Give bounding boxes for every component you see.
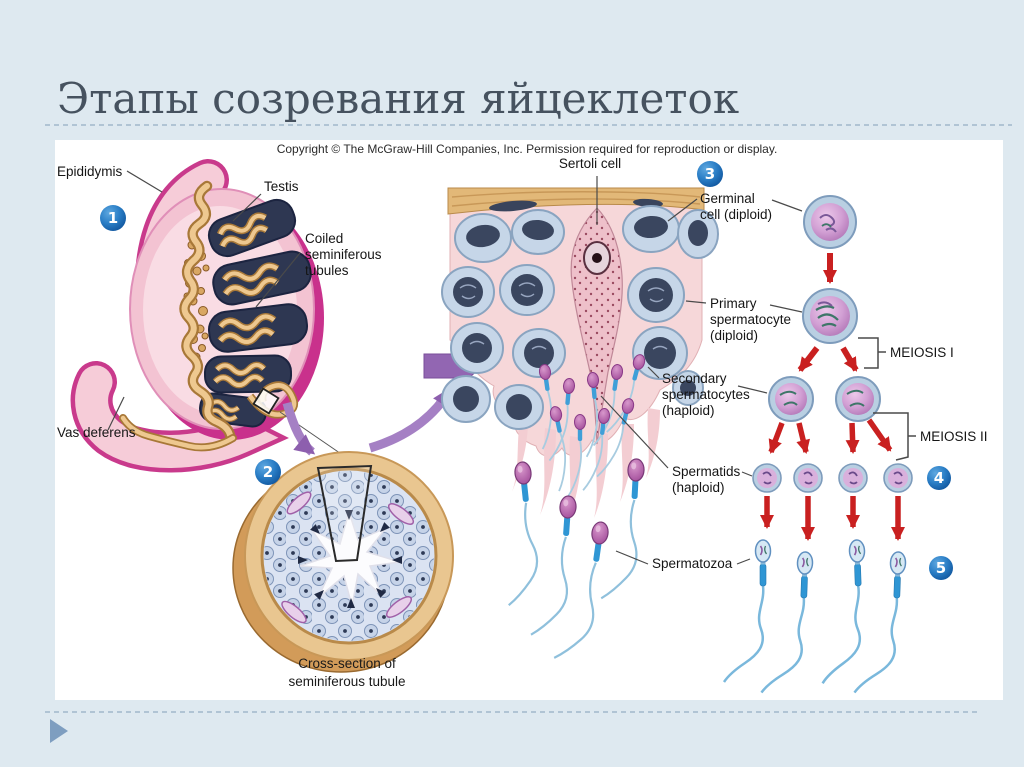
spermatids-leader-right [741,471,753,477]
spermatogenesis-flowchart: MEIOSIS I MEIOSIS II [722,195,988,696]
coiled-tubules-label-1: Coiled [305,231,343,246]
spermatids-row [752,463,913,493]
membrane-nucleus-2 [633,198,663,208]
svg-text:5: 5 [936,559,946,577]
meiosis-i-label: MEIOSIS I [890,345,954,360]
svg-text:3: 3 [705,165,715,183]
page-title: Этапы созревания яйцеклеток [57,74,739,123]
svg-text:1: 1 [108,209,118,227]
primary-label-1: Primary [710,296,757,311]
spermatozoa-label: Spermatozoa [652,556,733,571]
germinal-label-1: Germinal [700,191,755,206]
sertoli-cell-body [570,207,623,445]
red-arrow-2b [840,346,859,372]
red-arrow-3c [845,422,860,454]
svg-text:4: 4 [934,469,944,487]
germinal-label-2: cell (diploid) [700,207,772,222]
purple-arrow-to-cross-section [282,401,316,456]
red-arrow-3d [866,418,893,452]
primary-leader-right [769,304,803,313]
germinal-cell [803,195,857,249]
testis-illustration [70,159,351,473]
vas-tubule [120,415,236,450]
primary-spermatocyte [802,288,858,344]
step-1-badge: 1 [100,205,126,231]
sertoli-cell-label: Sertoli cell [559,156,621,171]
copyright-line: Copyright © The McGraw-Hill Companies, I… [277,142,778,156]
tissue-cells [441,205,719,430]
step-5-badge: 5 [929,556,953,580]
secondary-leader-right [737,385,768,394]
secondary-leader-left [647,366,660,379]
cross-section-illustration [232,451,454,673]
meiosis-ii-bracket [873,412,909,461]
vas-deferens-label: Vas deferens [57,425,136,440]
meiosis-i-bracket [858,337,879,369]
red-arrow-3b [796,422,810,454]
epididymis-leader [126,170,163,193]
seminiferous-lobules [199,198,312,428]
step-4-badge: 4 [927,466,951,490]
coiled-tubules-leader [255,252,301,308]
sertoli-nucleolus [592,253,602,263]
lumen-sperm-tufts [298,510,402,608]
spermatids-label-2: (haploid) [672,480,725,495]
secondary-label-2: spermatocytes [662,387,750,402]
primary-leader-left [685,300,707,304]
germinal-leader-left [667,198,698,222]
spermatozoa-leader-right [736,558,751,565]
spindle-cells [281,491,415,624]
secondary-label-3: (haploid) [662,403,715,418]
magnifier-frame-icon [252,387,280,415]
svg-text:2: 2 [263,463,273,481]
membrane-nucleus-1 [489,200,537,212]
footer-arrow-icon [50,719,68,743]
cross-section-caption-2: seminiferous tubule [288,674,405,689]
spermatids-leader-left [600,395,669,469]
spermatozoa-leader-left [615,550,649,565]
step-2-badge: 2 [255,459,281,485]
meiosis-ii-label: MEIOSIS II [920,429,988,444]
vas-deferens-leader [107,396,125,431]
testis-leader [232,193,262,222]
epididymis-label: Epididymis [57,164,123,179]
secondary-label-1: Secondary [662,371,727,386]
coiled-tubules-label-2: seminiferous [305,247,382,262]
membrane-fibers [451,191,701,207]
magnified-wedge-outline [316,464,373,563]
spermatids-label-1: Spermatids [672,464,741,479]
red-arrow-2a [797,346,820,372]
tubule-wall-illustration [441,187,719,525]
primary-label-2: spermatocyte [710,312,791,327]
testis-label: Testis [264,179,299,194]
hanging-strands [512,408,660,525]
epididymis-coil [181,183,233,438]
germinal-leader-right [771,199,803,212]
secondary-spermatocyte-left [768,376,814,422]
coiled-tubules-label-3: tubules [305,263,349,278]
cross-section-caption-1: Cross-section of [298,656,396,671]
primary-label-3: (diploid) [710,328,758,343]
step-3-badge: 3 [697,161,723,187]
secondary-spermatocyte-right [835,376,881,422]
red-arrow-3a [768,422,785,454]
